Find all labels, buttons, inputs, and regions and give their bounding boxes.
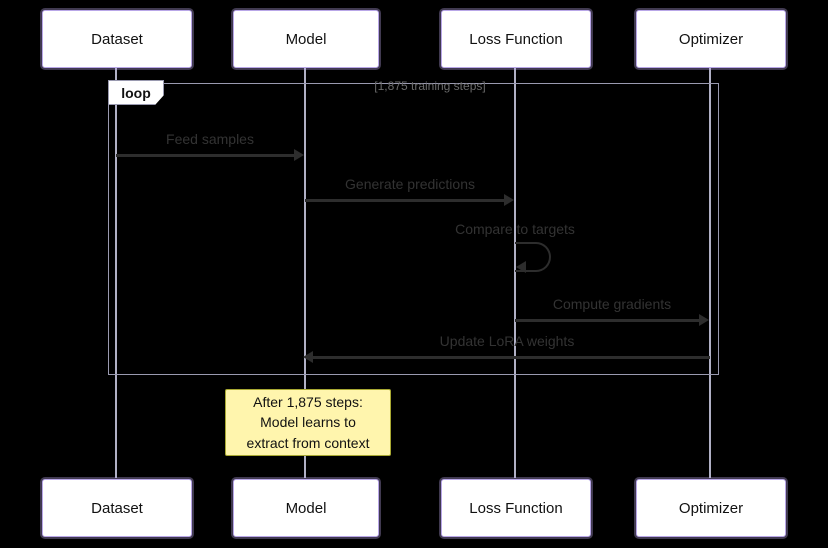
message-line bbox=[305, 199, 508, 202]
lifeline-optimizer bbox=[709, 68, 711, 478]
loop-frame bbox=[108, 83, 719, 375]
participant-optimizer-bottom: Optimizer bbox=[636, 479, 786, 537]
message-line bbox=[515, 319, 703, 322]
participant-model-top: Model bbox=[233, 10, 379, 68]
participant-label: Dataset bbox=[91, 30, 143, 48]
loop-keyword-label: loop bbox=[108, 80, 164, 105]
message-label-generate-predictions: Generate predictions bbox=[345, 176, 475, 192]
arrowhead-icon bbox=[303, 351, 313, 363]
note-over-model: After 1,875 steps: Model learns to extra… bbox=[225, 389, 391, 456]
message-label-compute-gradients: Compute gradients bbox=[552, 296, 672, 312]
participant-loss-function-bottom: Loss Function bbox=[441, 479, 591, 537]
participant-label: Optimizer bbox=[678, 499, 744, 517]
message-label-feed-samples: Feed samples bbox=[166, 131, 254, 147]
arrowhead-icon bbox=[516, 261, 526, 273]
arrowhead-icon bbox=[699, 314, 709, 326]
participant-label: Model bbox=[285, 499, 327, 517]
participant-loss-function-top: Loss Function bbox=[441, 10, 591, 68]
lifeline-dataset bbox=[115, 68, 117, 478]
message-label-update-lora-weights: Update LoRA weights bbox=[439, 333, 575, 349]
arrowhead-icon bbox=[504, 194, 514, 206]
participant-label: Optimizer bbox=[678, 30, 744, 48]
participant-model-bottom: Model bbox=[233, 479, 379, 537]
participant-label: Loss Function bbox=[469, 499, 563, 517]
participant-dataset-bottom: Dataset bbox=[42, 479, 192, 537]
participant-label: Model bbox=[285, 30, 327, 48]
message-line bbox=[116, 154, 298, 157]
participant-label: Dataset bbox=[91, 499, 143, 517]
message-line bbox=[312, 356, 710, 359]
lifeline-loss-function bbox=[514, 68, 516, 478]
participant-label: Loss Function bbox=[469, 30, 563, 48]
participant-dataset-top: Dataset bbox=[42, 10, 192, 68]
self-message-arc bbox=[515, 242, 551, 272]
lifeline-model bbox=[304, 68, 306, 478]
participant-optimizer-top: Optimizer bbox=[636, 10, 786, 68]
arrowhead-icon bbox=[294, 149, 304, 161]
loop-title: [1,875 training steps] bbox=[374, 79, 486, 93]
message-label-compare-to-targets: Compare to targets bbox=[455, 221, 575, 237]
